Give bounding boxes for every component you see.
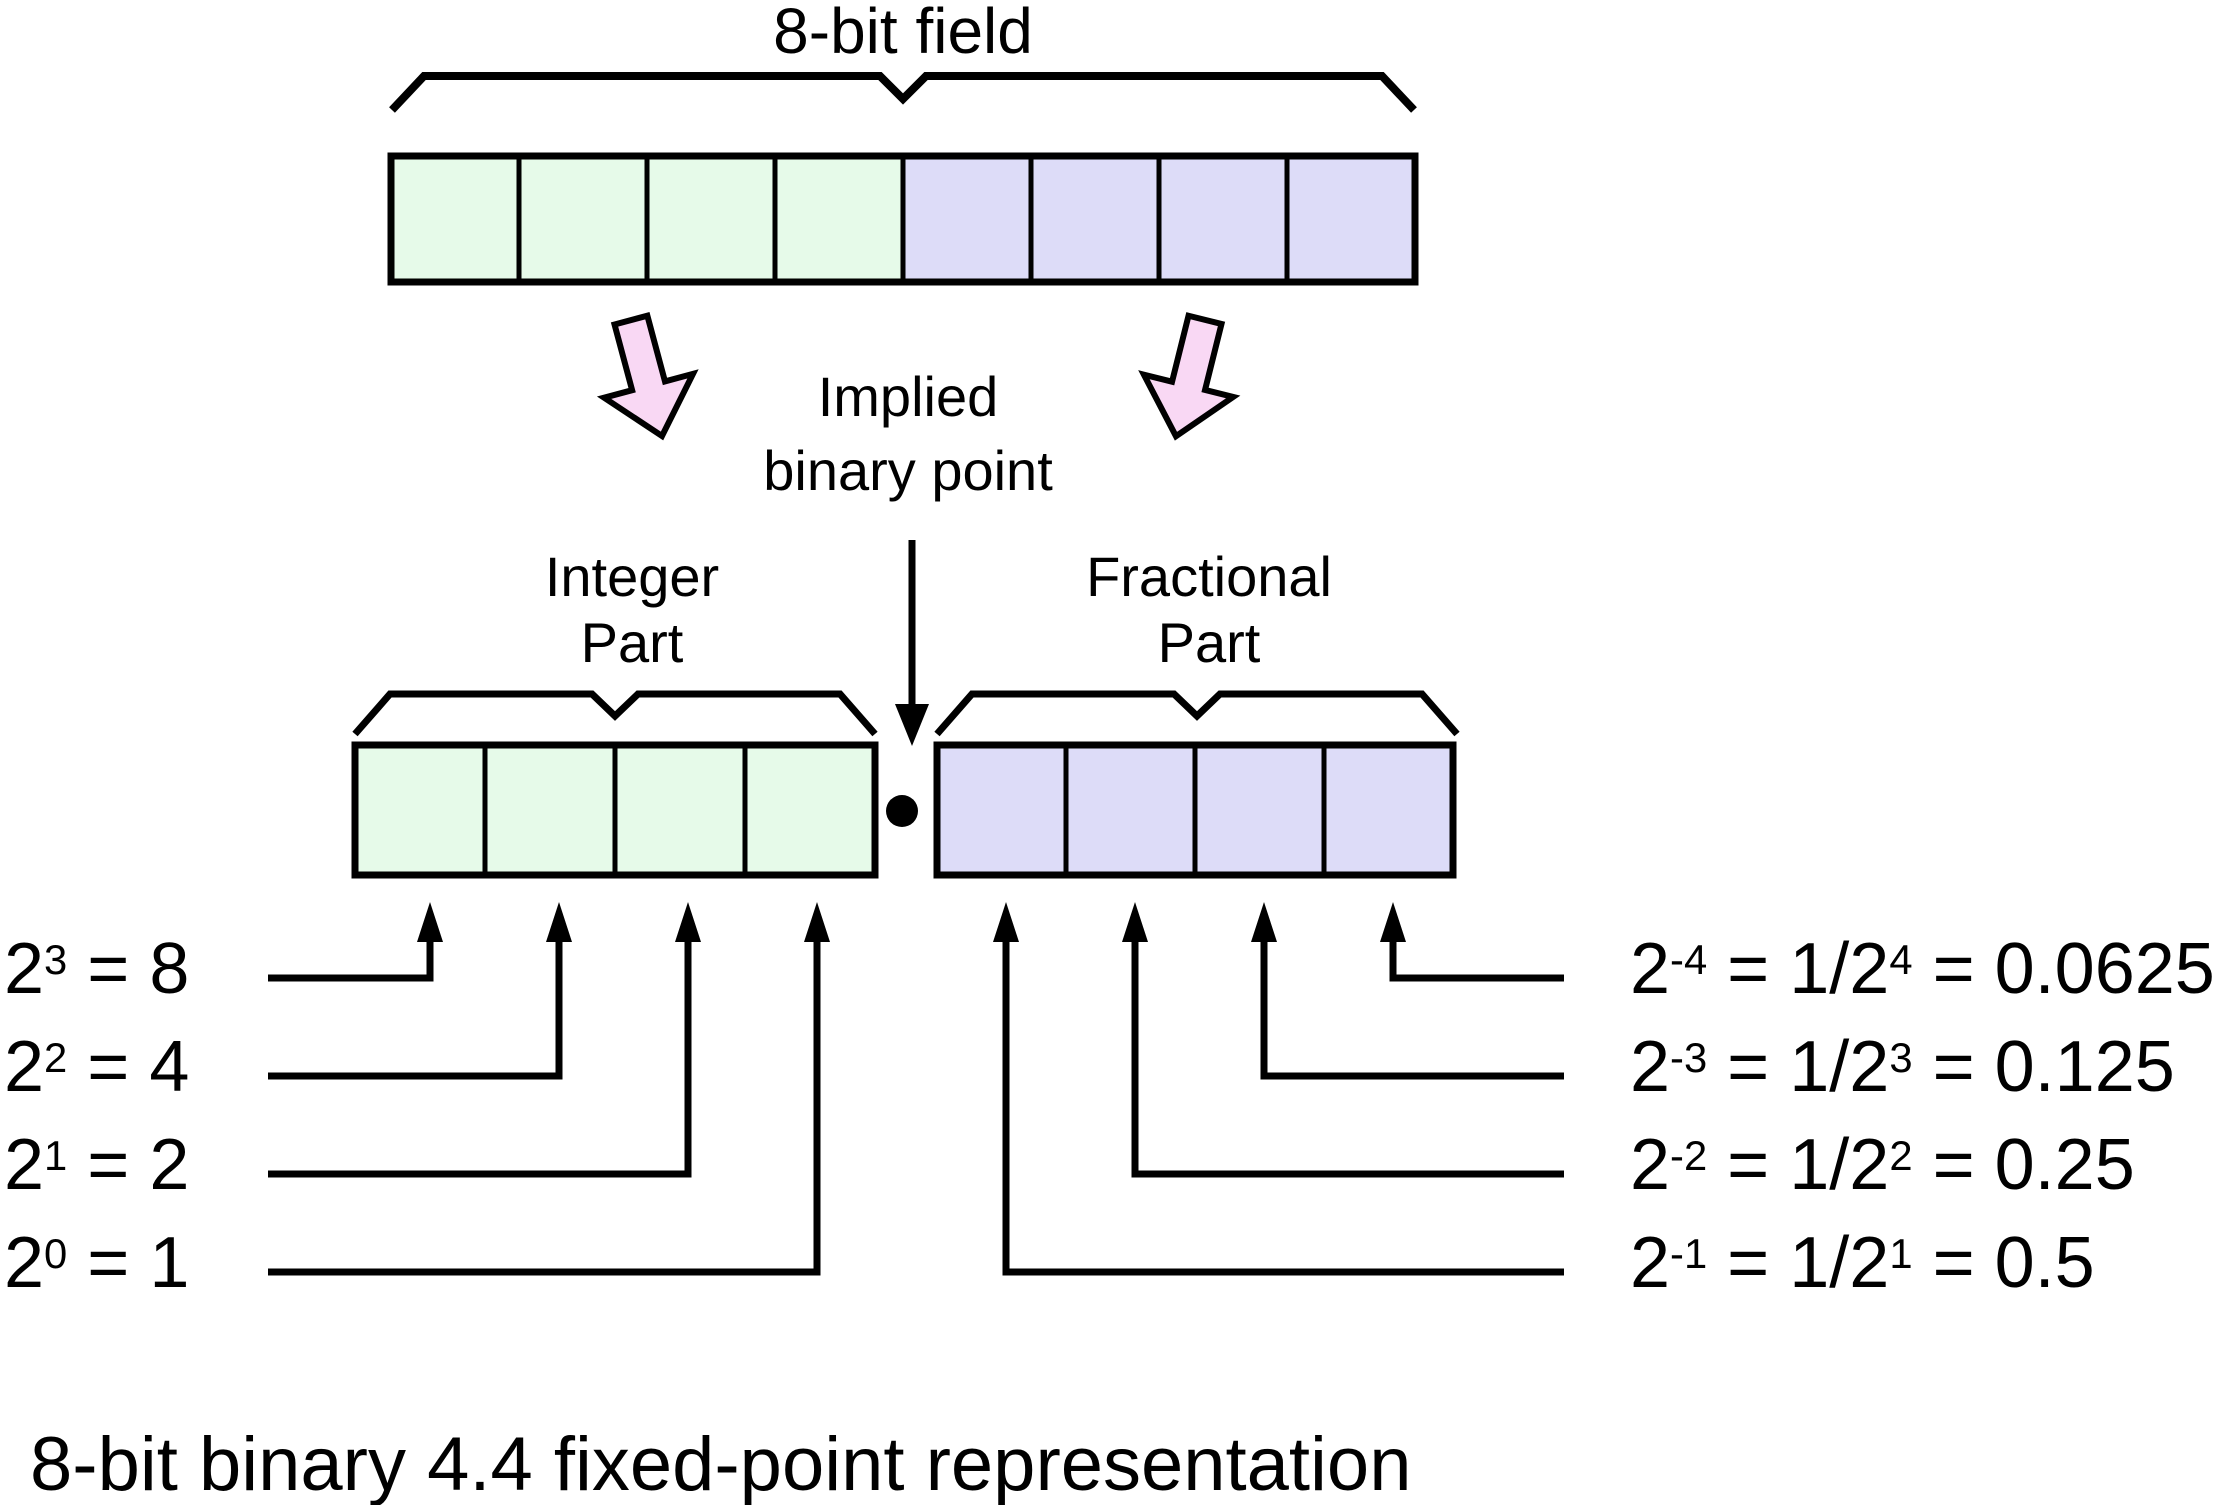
weight-fraction: = 1/2 <box>1707 1027 1890 1107</box>
fractional-weight-label-0.5: 2-1 = 1/21 = 0.5 <box>1630 1227 2095 1299</box>
weight-exponent: 1 <box>44 1132 68 1180</box>
split-block-arrow-left <box>596 312 699 441</box>
implied-line2: binary point <box>763 439 1053 502</box>
integer-part-line2: Part <box>580 611 684 674</box>
fractional-part-row <box>933 741 1457 879</box>
weight-value: = 0.5 <box>1912 1223 2095 1303</box>
weight-value: = 0.0625 <box>1912 929 2215 1009</box>
integer-weight-pointers <box>268 902 830 1276</box>
weight-fraction-exponent: 1 <box>1889 1230 1913 1278</box>
fractional-weight-label-0.125: 2-3 = 1/23 = 0.125 <box>1630 1031 2175 1103</box>
integer-weight-label-1: 20 = 1 <box>4 1227 189 1299</box>
fractional-weight-pointers <box>993 902 1564 1276</box>
weight-fraction-exponent: 4 <box>1889 936 1913 984</box>
weight-base: 2 <box>1630 1027 1671 1107</box>
weight-fraction: = 1/2 <box>1707 929 1890 1009</box>
weight-base: 2 <box>4 1125 45 1205</box>
weight-base: 2 <box>1630 929 1671 1009</box>
pointer-arrowhead <box>1122 902 1148 942</box>
pointer-line-0p5 <box>1002 938 1564 1276</box>
weight-exponent: 2 <box>44 1034 68 1082</box>
pointer-arrowhead <box>1380 902 1406 942</box>
pointer-arrowhead <box>993 902 1019 942</box>
pointer-arrowhead <box>675 902 701 942</box>
weight-value: = 0.25 <box>1912 1125 2135 1205</box>
binary-point-dot <box>886 795 918 827</box>
pointer-arrowhead <box>804 902 830 942</box>
weight-base: 2 <box>4 929 45 1009</box>
fractional-part-label: Fractional Part <box>1086 544 1332 676</box>
integer-weight-label-4: 22 = 4 <box>4 1031 189 1103</box>
field-brace <box>389 72 1417 113</box>
pointer-line-0p125 <box>1260 938 1564 1080</box>
integer-outline <box>351 741 879 879</box>
weight-fraction-exponent: 3 <box>1889 1034 1913 1082</box>
diagram-caption: 8-bit binary 4.4 fixed-point representat… <box>30 1422 1412 1505</box>
fractional-part-brace <box>934 690 1460 737</box>
weight-exponent: -2 <box>1670 1132 1708 1180</box>
field-outline <box>387 152 1419 286</box>
weight-base: 2 <box>4 1223 45 1303</box>
weight-base: 2 <box>1630 1125 1671 1205</box>
pointer-line-0p0625 <box>1389 938 1564 982</box>
weight-value: = 8 <box>67 929 190 1009</box>
integer-part-row <box>351 741 879 879</box>
pointer-arrowhead <box>546 902 572 942</box>
integer-part-brace <box>352 690 878 737</box>
pointer-line-4 <box>268 938 563 1080</box>
pointer-line-0p25 <box>1131 938 1564 1178</box>
bit-field-row <box>387 152 1419 286</box>
split-block-arrow-right <box>1138 312 1241 441</box>
weight-value: = 4 <box>67 1027 190 1107</box>
integer-weight-label-8: 23 = 8 <box>4 933 189 1005</box>
weight-exponent: 0 <box>44 1230 68 1278</box>
weight-exponent: -3 <box>1670 1034 1708 1082</box>
pointer-arrowhead <box>1251 902 1277 942</box>
pointer-arrowhead <box>417 902 443 942</box>
binary-point-arrowhead <box>895 704 929 746</box>
pointer-line-2 <box>268 938 692 1178</box>
weight-exponent: 3 <box>44 936 68 984</box>
weight-fraction-exponent: 2 <box>1889 1132 1913 1180</box>
implied-binary-point-label: Implied binary point <box>763 360 1053 508</box>
implied-line1: Implied <box>817 365 999 428</box>
fractional-part-line2: Part <box>1157 611 1261 674</box>
pointer-line-1 <box>268 938 821 1276</box>
weight-exponent: -1 <box>1670 1230 1708 1278</box>
pointer-line-8 <box>268 938 434 982</box>
weight-base: 2 <box>4 1027 45 1107</box>
weight-base: 2 <box>1630 1223 1671 1303</box>
integer-part-line1: Integer <box>544 545 720 608</box>
field-title: 8-bit field <box>773 0 1033 67</box>
fractional-weight-label-0.0625: 2-4 = 1/24 = 0.0625 <box>1630 933 2215 1005</box>
fractional-outline <box>933 741 1457 879</box>
weight-value: = 0.125 <box>1912 1027 2175 1107</box>
weight-fraction: = 1/2 <box>1707 1125 1890 1205</box>
integer-weight-label-2: 21 = 2 <box>4 1129 189 1201</box>
weight-fraction: = 1/2 <box>1707 1223 1890 1303</box>
fractional-part-line1: Fractional <box>1086 545 1332 608</box>
weight-value: = 1 <box>67 1223 190 1303</box>
fractional-weight-label-0.25: 2-2 = 1/22 = 0.25 <box>1630 1129 2135 1201</box>
weight-value: = 2 <box>67 1125 190 1205</box>
weight-exponent: -4 <box>1670 936 1708 984</box>
integer-part-label: Integer Part <box>545 544 719 676</box>
